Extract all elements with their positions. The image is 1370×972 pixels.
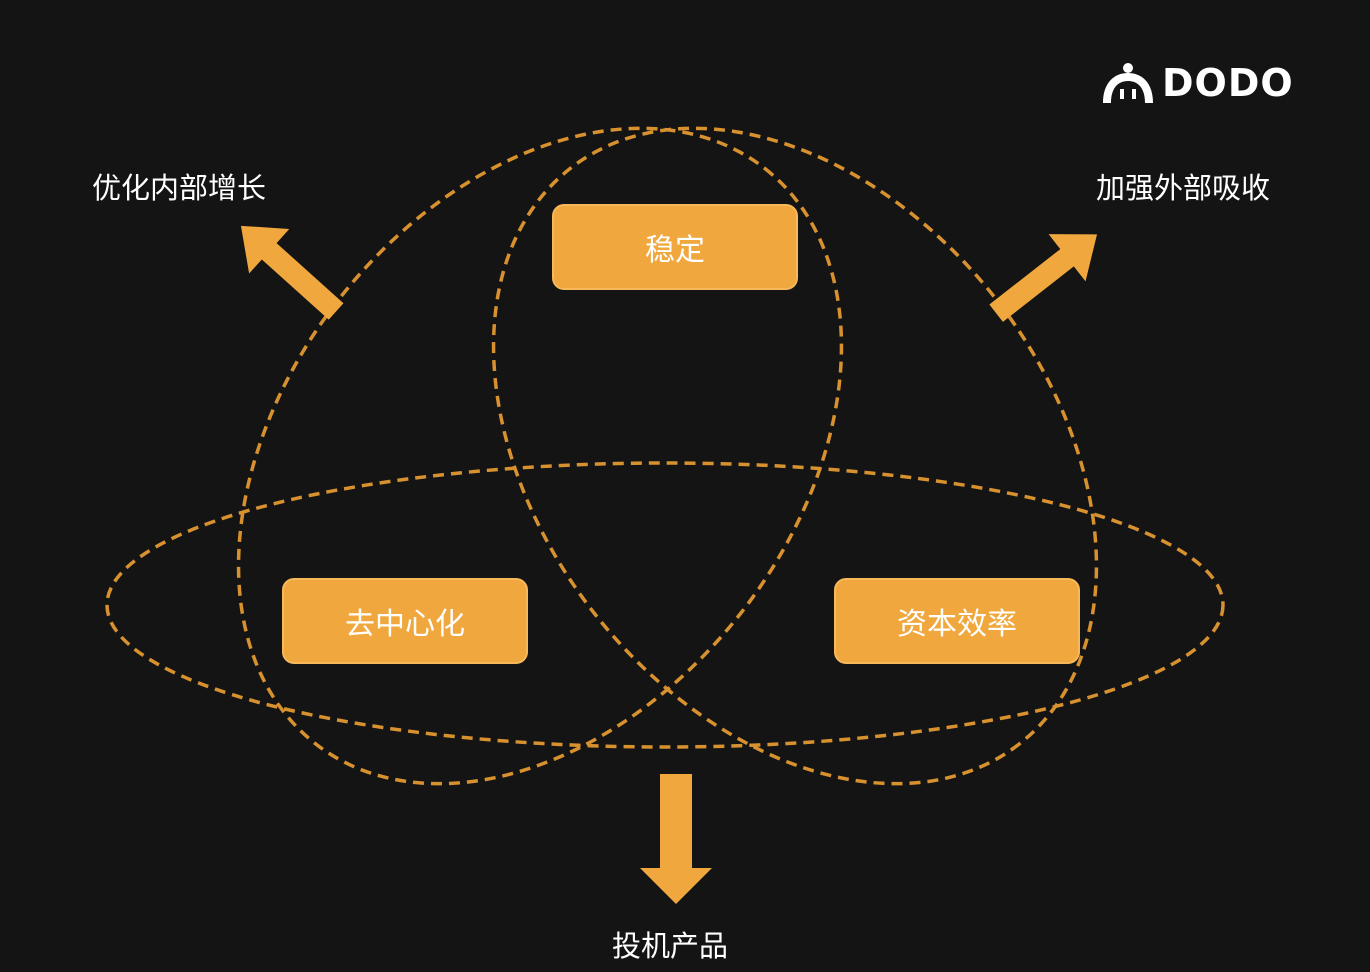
label-strengthen-external-absorption: 加强外部吸收 — [1096, 171, 1271, 205]
box-capital-efficiency: 资本效率 — [834, 578, 1080, 664]
dodo-bird-icon — [1103, 63, 1153, 103]
ellipse-horizontal — [105, 461, 1225, 749]
arrow-down-icon — [640, 774, 712, 904]
ellipse-right — [491, 126, 1099, 786]
label-speculative-products: 投机产品 — [612, 929, 729, 963]
arrow-up-right-icon — [989, 234, 1098, 322]
arrow-up-left-icon — [240, 225, 344, 320]
logo-text: DODO — [1162, 61, 1294, 105]
box-stability: 稳定 — [552, 204, 798, 290]
dodo-logo: DODO — [1098, 58, 1294, 108]
label-optimize-internal-growth: 优化内部增长 — [92, 171, 267, 205]
box-decentralization: 去中心化 — [282, 578, 528, 664]
ellipse-left — [236, 126, 844, 786]
